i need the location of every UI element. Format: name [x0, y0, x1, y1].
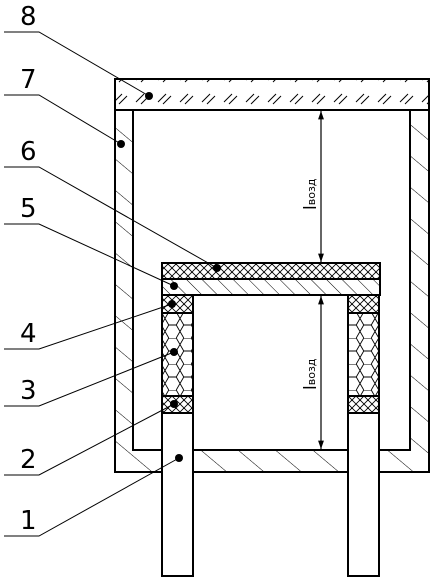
upper-air-gap-label: lвозд [301, 178, 321, 210]
label-5: 5 [20, 194, 37, 224]
right-upper-spacer [347, 294, 380, 314]
left-upper-spacer [161, 294, 194, 314]
leader-lines [4, 31, 218, 537]
inner-cover-layer [161, 262, 381, 280]
label-3: 3 [20, 376, 37, 406]
label-7: 7 [20, 65, 37, 95]
right-lower-spacer [347, 395, 380, 414]
label-4: 4 [20, 319, 37, 349]
label-6: 6 [20, 137, 37, 167]
label-8: 8 [20, 2, 37, 32]
inner-plate [161, 278, 381, 296]
label-1: 1 [20, 506, 37, 536]
lower-air-gap-label: lвозд [301, 358, 321, 390]
left-leg [161, 412, 194, 577]
right-insulation [347, 312, 380, 397]
leader-dots [117, 92, 221, 462]
top-cover [114, 78, 430, 111]
label-2: 2 [20, 445, 37, 475]
right-leg [347, 412, 380, 577]
